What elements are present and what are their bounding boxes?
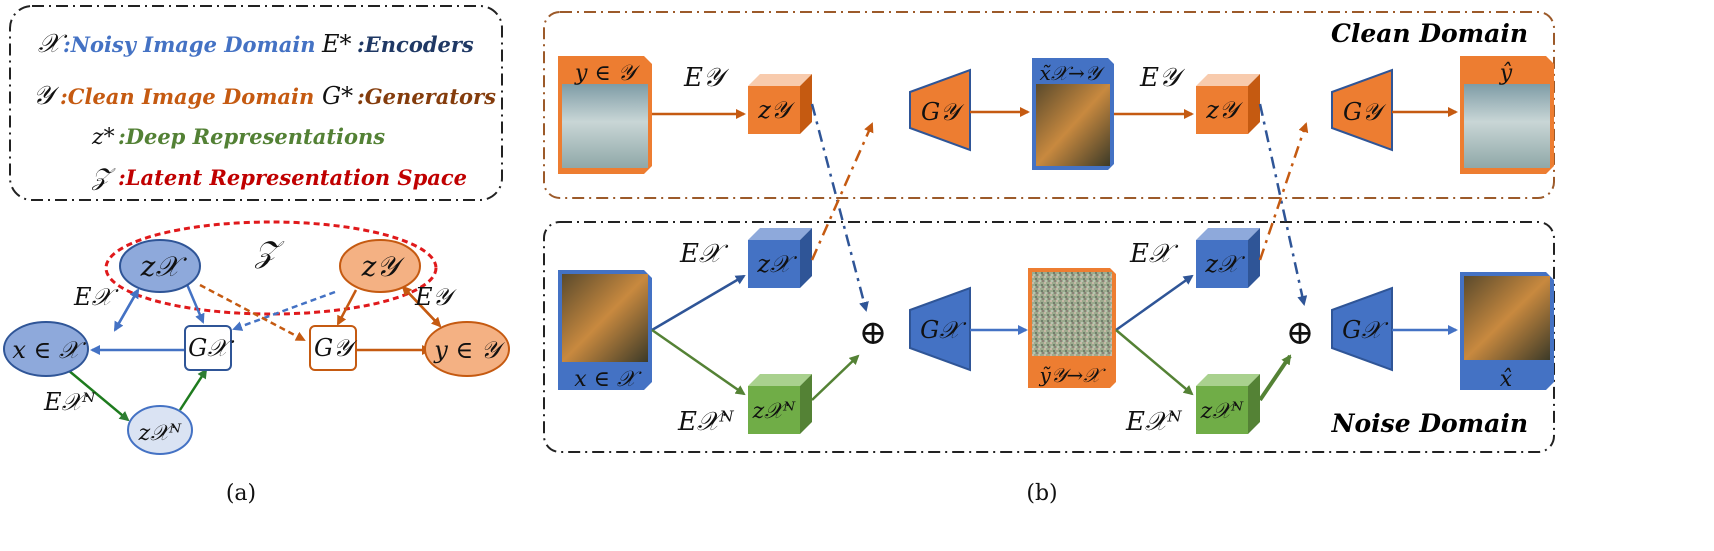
generator-gx-1-label: G𝒳 [920,316,967,344]
edge-label-ex: E𝒳 [73,283,120,311]
noisy-input-label: x ∈ 𝒳 [574,367,642,392]
generator-gx-1 [909,286,971,372]
label-ex-2: E𝒳 [1129,239,1179,269]
node-gy-label: G𝒴 [314,334,358,362]
cube-zx-1 [748,228,812,288]
label-exn-2: E𝒳ᴺ [1125,407,1182,437]
noise-domain-label: Noise Domain [1331,409,1528,438]
cube-zy-1-label: z𝒴 [757,96,796,124]
edge-x-to-zxn [67,369,130,422]
edge-label-exn: E𝒳ᴺ [43,388,96,416]
generator-gy-2-label: G𝒴 [1343,98,1387,126]
arrow-x-to-zxn [651,328,746,396]
generator-gx-2 [1331,286,1393,372]
node-gx-label: G𝒳 [188,334,235,362]
legend-clean-text: :Clean Image Domain [60,84,314,109]
cube-zxn-2-label: z𝒳ᴺ [1200,399,1245,424]
node-gy [309,325,357,371]
arrow-zxn-to-sum [811,354,860,401]
node-zy-label: z𝒴 [361,250,406,283]
node-zxn-label: z𝒳ᴺ [138,421,183,446]
legend-noisy-text: :Noisy Image Domain [63,32,316,57]
caption-a: (a) [226,481,256,506]
cube-zxn-2 [1196,374,1260,434]
node-x-label: x ∈ 𝒳 [12,336,87,364]
legend-deep-text: :Deep Representations [118,124,385,149]
arrow-x-to-zx [651,274,746,332]
output-x-hat-label: x̂ [1500,367,1513,392]
translated-y-image [1028,268,1116,388]
legend-latent-text: :Latent Representation Space [118,165,467,190]
cube-zx-2 [1196,228,1260,288]
sum-operator-1: ⊕ [859,313,888,353]
arrow-ytilde-to-zx [1115,274,1194,332]
generator-gx-2-label: G𝒳 [1342,316,1389,344]
cube-zy-2 [1196,74,1260,134]
noise-domain-box [543,221,1555,453]
edge-label-ey: E𝒴 [414,283,458,311]
output-y-hat-label: ŷ [1499,61,1513,86]
edge-zxn-to-gx [178,368,208,411]
node-gx [184,325,232,371]
output-y-hat-image [1460,56,1554,174]
arrow-zx-to-gy-cross [810,122,874,261]
arrow-ytilde-to-zxn [1115,329,1194,396]
cube-zxn-1-label: z𝒳ᴺ [752,399,797,424]
legend-generator-text: :Generators [357,84,496,109]
sum-operator-2: ⊕ [1286,313,1315,353]
node-y-label: y ∈ 𝒴 [433,336,506,364]
translated-x-label: x̃𝒳→𝒴 [1040,61,1106,85]
node-zx-label: z𝒳 [140,250,188,283]
cube-zy-2-label: z𝒴 [1205,96,1244,124]
clean-domain-label: Clean Domain [1331,19,1528,48]
clean-input-image [558,56,652,174]
clean-domain-box [543,11,1555,199]
edge-zx-to-x [113,289,140,332]
legend-clean-symbol: 𝒴 [33,81,60,111]
caption-b: (b) [1026,481,1057,506]
node-zxn [127,405,193,455]
latent-space-label: 𝒵 [254,235,285,270]
cube-zxn-1 [748,374,812,434]
node-zy [339,239,421,293]
label-ex-1: E𝒳 [679,239,729,269]
generator-gy-2 [1331,68,1393,152]
legend-encoder-text: :Encoders [357,32,474,57]
translated-y-label: ỹ𝒴→𝒳 [1039,363,1107,387]
arrow-zy-to-sum-cross [810,103,869,312]
label-ey-1: E𝒴 [683,63,730,93]
node-zx [119,239,201,293]
legend-generator-symbol: G* [322,82,353,110]
legend-latent-symbol: 𝒵 [91,163,116,191]
node-y [424,321,510,377]
generator-gy-1 [909,68,971,152]
latent-space-ellipse [104,220,438,316]
label-exn-1: E𝒳ᴺ [677,407,734,437]
cube-zy-1 [748,74,812,134]
edge-zy-to-gy [336,289,358,326]
arrow-zxn2-to-sum [1258,354,1292,402]
arrow-zy2-to-sum-cross [1258,103,1308,306]
generator-gy-1-label: G𝒴 [921,98,965,126]
translated-x-image [1032,58,1114,170]
label-ey-2: E𝒴 [1139,63,1186,93]
node-x [3,321,89,377]
clean-input-label: y ∈ 𝒴 [574,61,641,86]
legend-box [9,5,503,201]
noisy-input-image [558,270,652,390]
legend-deep-symbol: z* [91,125,115,150]
edge-zy-to-gx-dashed [232,290,336,331]
edge-zy-to-y [402,286,442,328]
output-x-hat-image [1460,272,1554,390]
edge-zx-to-gx [184,281,205,324]
arrow-zx2-to-gy-cross [1258,122,1309,261]
legend-encoder-symbol: E* [321,30,352,58]
